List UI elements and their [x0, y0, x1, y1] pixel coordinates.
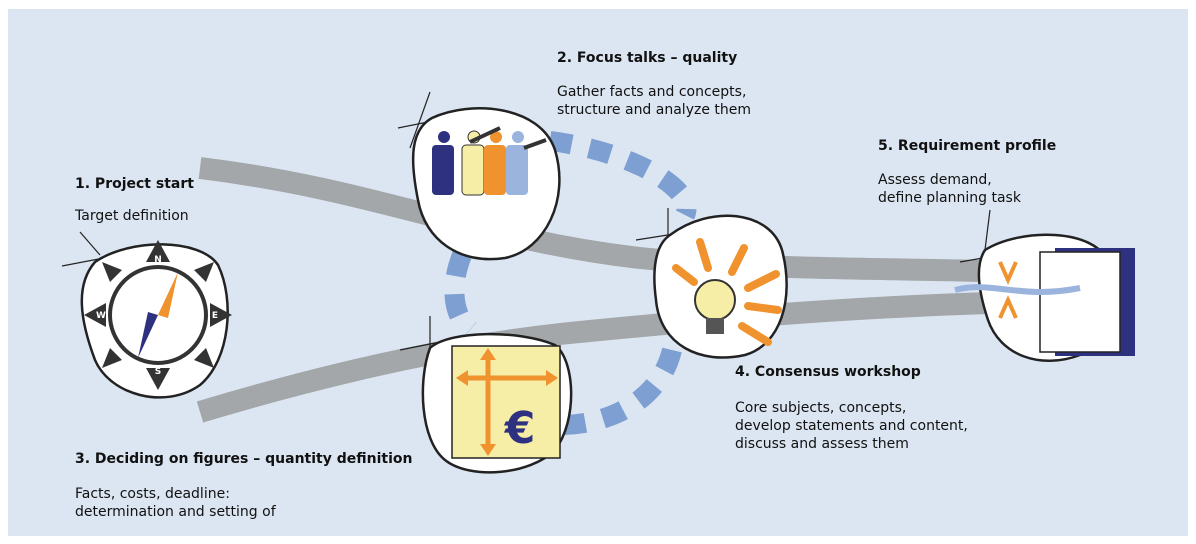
compass-letter-w: W: [96, 311, 106, 321]
step-3-desc-line-2: determination and setting of: [75, 504, 277, 520]
step-4-desc-line-2: develop statements and content,: [735, 418, 968, 434]
step-3-desc-line-1: Facts, costs, deadline:: [75, 486, 230, 502]
step-2-title: 2. Focus talks – quality: [557, 50, 737, 66]
step-1-desc-line-1: Target definition: [74, 208, 189, 224]
people-group-icon: [397, 91, 561, 261]
euro-icon: €: [399, 316, 573, 474]
notebook-icon: [954, 209, 1135, 363]
euro-symbol: €: [504, 403, 536, 454]
compass-letter-s: S: [155, 367, 161, 377]
step-1-title: 1. Project start: [75, 176, 194, 192]
compass-letter-n: N: [154, 255, 162, 265]
step-2-desc-line-1: Gather facts and concepts,: [557, 84, 746, 100]
step-2-desc-line-2: structure and analyze them: [557, 102, 751, 118]
lower-road: [196, 291, 1031, 423]
step-4-desc-line-1: Core subjects, concepts,: [735, 400, 906, 416]
step-4-desc-line-3: discuss and assess them: [735, 436, 909, 452]
upper-road: [198, 157, 1031, 283]
step-3-title: 3. Deciding on figures – quantity defini…: [75, 451, 412, 467]
compass-icon: N E S W: [61, 231, 232, 399]
step-5-desc-line-2: define planning task: [878, 190, 1022, 206]
step-5-title: 5. Requirement profile: [878, 138, 1056, 154]
step-4-title: 4. Consensus workshop: [735, 364, 921, 380]
compass-letter-e: E: [212, 311, 218, 321]
step-5-desc-line-1: Assess demand,: [878, 172, 992, 188]
lightbulb-icon: [635, 208, 788, 359]
